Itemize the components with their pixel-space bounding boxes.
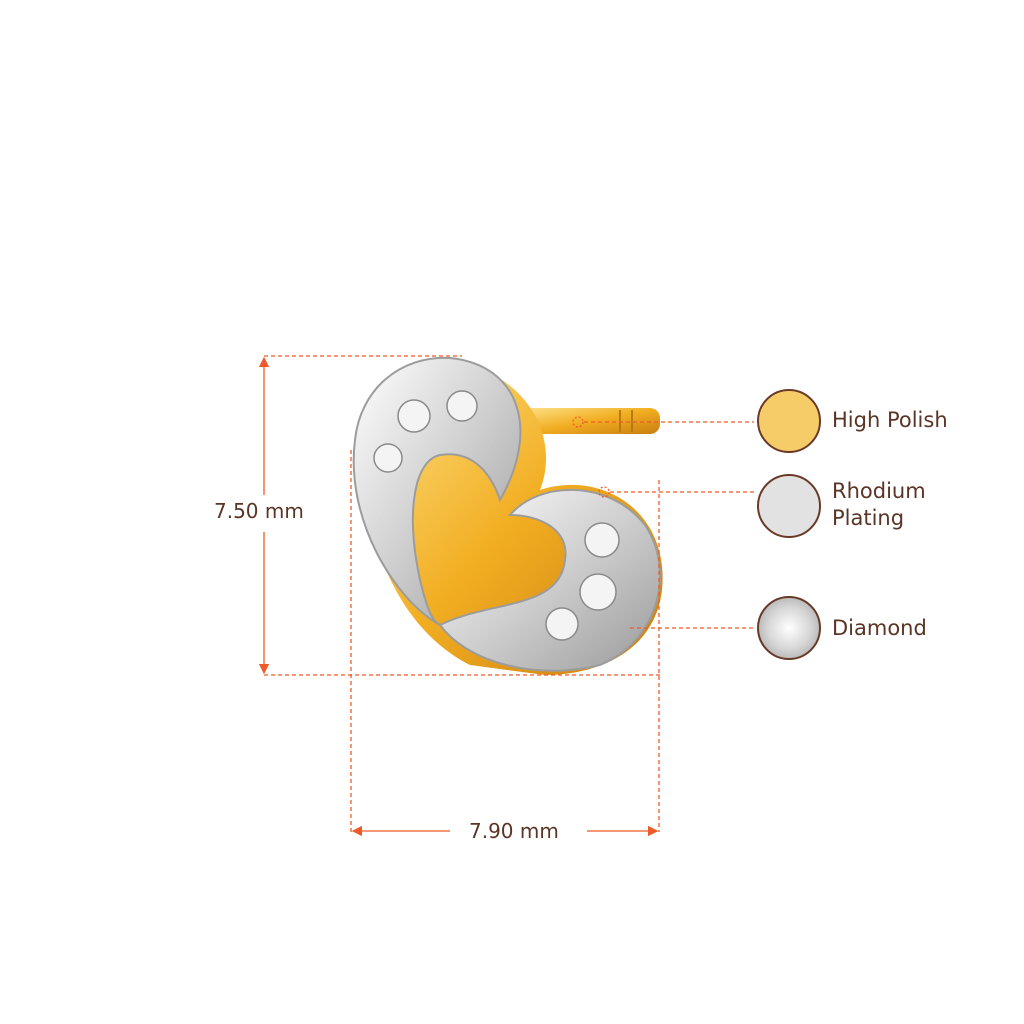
legend-diamond: Diamond: [832, 615, 927, 642]
legend-high-polish: High Polish: [832, 407, 948, 434]
rhodium-swatch-icon: [757, 474, 821, 538]
earring-post: [520, 408, 660, 434]
width-dimension-label: 7.90 mm: [465, 819, 563, 843]
dimension-lines: [258, 355, 754, 837]
legend-rhodium-line1: Rhodium: [832, 478, 926, 505]
diamond-swatch-icon: [757, 596, 821, 660]
height-dimension-label: 7.50 mm: [210, 499, 308, 523]
earring-rhodium-left: [352, 356, 522, 626]
gold-swatch-icon: [757, 389, 821, 453]
diamonds: [373, 390, 620, 641]
legend-rhodium-line2: Plating: [832, 505, 905, 532]
